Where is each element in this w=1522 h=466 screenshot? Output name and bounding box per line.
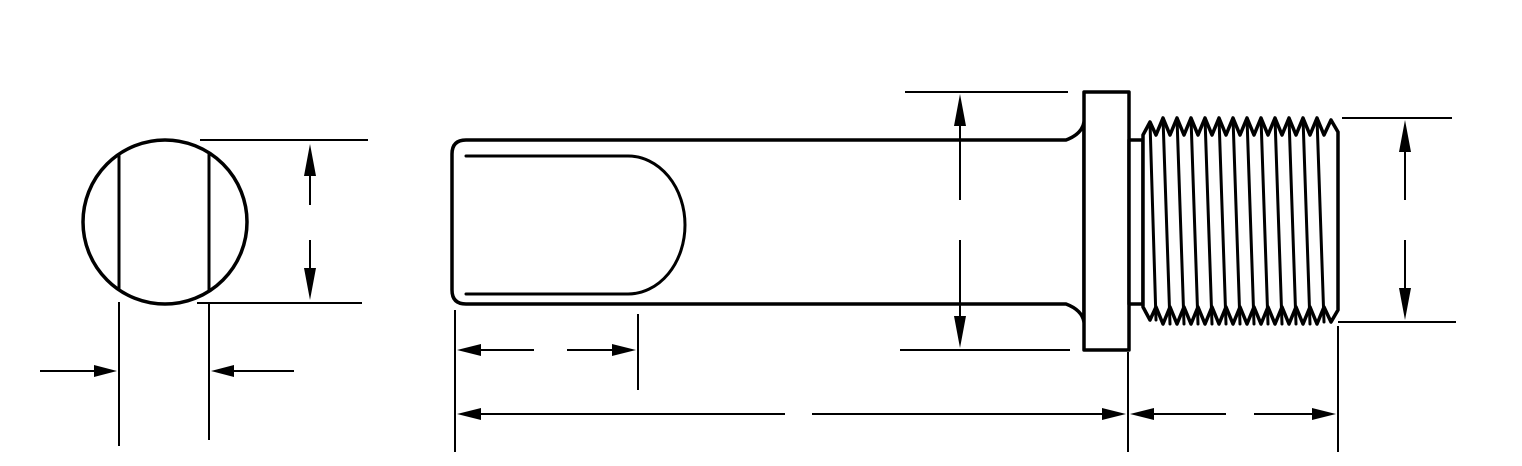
thread-arrow-up <box>1399 120 1411 152</box>
thread-undercut <box>1127 138 1145 306</box>
shaft-arrow-left <box>457 408 481 420</box>
end-view <box>40 138 368 446</box>
collar-arrow-down <box>954 316 966 348</box>
end-view-outline <box>81 138 249 306</box>
end-view-flat-arrow-right <box>94 365 117 377</box>
end-view-flat-arrow-left <box>211 365 234 377</box>
thread-arrow-down <box>1399 288 1411 320</box>
thread-len-arrow-right <box>1312 408 1336 420</box>
thread-len-arrow-left <box>1130 408 1154 420</box>
threaded-section <box>1127 116 1340 326</box>
collar <box>1082 90 1131 352</box>
collar-arrow-up <box>954 94 966 126</box>
shaft-arrow-right <box>1102 408 1126 420</box>
milled-flat <box>464 154 687 296</box>
shaft-body <box>450 120 1086 324</box>
thread-crest-lines <box>1148 116 1326 326</box>
end-view-height-arrow-down <box>304 268 316 300</box>
end-view-height-arrow-up <box>304 144 316 176</box>
flat-arrow-left <box>457 344 481 356</box>
side-view <box>450 90 1456 452</box>
flat-arrow-right <box>612 344 636 356</box>
